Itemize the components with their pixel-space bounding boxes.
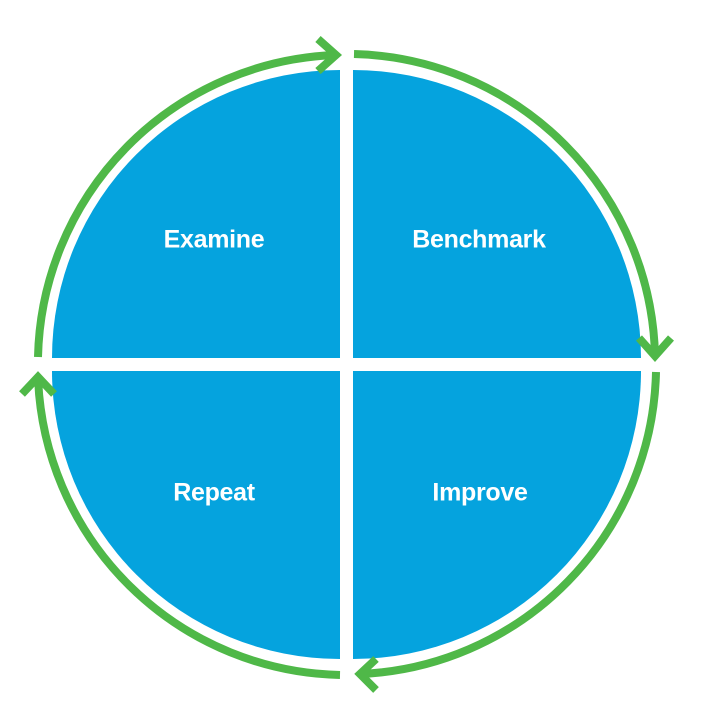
arrowhead-bottom	[354, 656, 379, 693]
label-repeat: Repeat	[173, 479, 256, 507]
arc-arrow-right	[353, 50, 659, 357]
quadrant-examine	[52, 70, 340, 358]
label-improve: Improve	[432, 479, 528, 507]
cycle-arrows	[19, 36, 674, 693]
quadrant-repeat	[52, 371, 340, 659]
quadrants	[52, 70, 641, 659]
arc-arrow-left	[34, 376, 341, 679]
arrowhead-right	[636, 335, 674, 363]
arc-arrow-bottom	[359, 371, 660, 678]
arrowhead-left	[19, 371, 57, 397]
quadrant-labels: Examine Benchmark Improve Repeat	[164, 226, 547, 507]
quadrant-improve	[353, 371, 641, 659]
arrowhead-top	[315, 36, 343, 74]
quadrant-benchmark	[353, 70, 641, 358]
label-examine: Examine	[164, 226, 265, 254]
label-benchmark: Benchmark	[412, 226, 546, 254]
arc-arrow-top	[34, 51, 337, 358]
